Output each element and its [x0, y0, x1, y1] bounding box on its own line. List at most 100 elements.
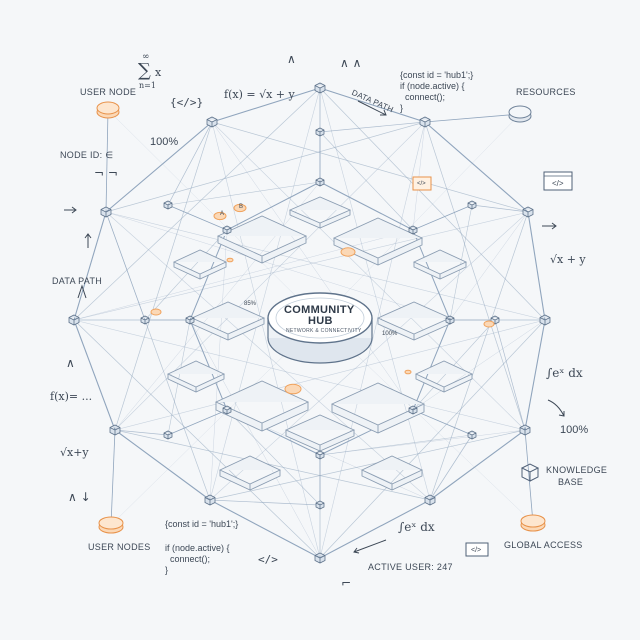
formula-top: f(x) = √x + y — [224, 88, 295, 101]
network-node — [163, 200, 173, 210]
global-access-label: GLOBAL ACCESS — [504, 540, 583, 550]
percent-top: 100% — [150, 136, 179, 148]
bottom-code-icon — [465, 542, 489, 557]
network-edge — [114, 181, 321, 431]
accent-node — [340, 247, 356, 257]
accent-node — [150, 308, 162, 316]
global-access-disc — [520, 514, 546, 532]
integral-bottom: ∫eˣ dx — [398, 520, 435, 534]
network-edge — [189, 319, 228, 411]
accent-node — [404, 369, 412, 375]
resources-code-icon — [543, 171, 573, 191]
network-edge — [105, 121, 426, 213]
network-edge — [429, 211, 529, 501]
network-edge — [167, 204, 228, 231]
network-edge — [73, 319, 116, 431]
network-edge — [429, 429, 526, 501]
isometric-platform — [214, 380, 310, 432]
network-node — [222, 405, 232, 415]
isometric-platform — [284, 414, 356, 452]
percent-85: 85% — [244, 301, 257, 307]
knowledge-base-cube-icon — [520, 463, 540, 482]
isometric-platform — [332, 217, 424, 266]
isometric-platform — [288, 196, 352, 229]
network-node — [315, 450, 325, 460]
knowledge-base-label: KNOWLEDGE — [546, 465, 608, 475]
network-edge — [189, 319, 321, 559]
data-path-left-label: DATA PATH — [52, 276, 103, 286]
network-edge — [429, 434, 473, 501]
isometric-platform — [412, 249, 468, 280]
accent-node — [233, 203, 247, 213]
network-edge — [105, 109, 109, 213]
network-edge — [114, 319, 546, 431]
code-snippet-top-line-2: if (node.active) { — [400, 81, 465, 91]
hub-title-line-2: HUB — [308, 315, 333, 327]
integral-right: ∫eˣ dx — [546, 366, 583, 380]
network-edge — [319, 113, 521, 321]
network-node — [419, 116, 431, 128]
network-edge — [319, 429, 526, 456]
network-edge — [114, 429, 431, 501]
network-node — [467, 200, 477, 210]
sqrt-right: √x + y — [550, 253, 586, 266]
community-hub-platform — [267, 292, 373, 364]
percent-right: 100% — [560, 424, 589, 436]
network-edge — [114, 429, 211, 501]
formula-left: f(x)= ... — [50, 390, 93, 403]
network-node — [163, 430, 173, 440]
network-edge — [449, 204, 473, 321]
isometric-platform — [218, 455, 282, 491]
hub-title: COMMUNITY — [284, 304, 355, 316]
code-snippet-top-line-3: connect(); — [400, 92, 446, 102]
network-edge — [105, 211, 431, 501]
caret-arrow-symbol: ∧ ↓ — [68, 490, 91, 504]
code-snippet-bottom-line-4: } — [165, 565, 169, 575]
network-node — [315, 127, 325, 137]
network-node — [185, 315, 195, 325]
network-edge — [412, 409, 473, 436]
network-edge — [319, 121, 426, 559]
accent-node — [226, 257, 234, 263]
network-edge — [319, 499, 431, 559]
network-node — [315, 500, 325, 510]
tag-top: {</>} — [170, 96, 204, 109]
network-edge — [211, 121, 529, 213]
network-edge — [424, 121, 529, 213]
accent-nodes — [150, 203, 495, 395]
user-node-disc — [96, 101, 120, 119]
network-edge — [319, 87, 426, 123]
caret-pair-symbol: ∧ ∧ — [340, 56, 362, 70]
network-edge — [524, 429, 534, 524]
accent-node — [483, 320, 495, 328]
network-edge — [105, 211, 546, 321]
network-node — [222, 225, 232, 235]
network-node — [314, 552, 326, 564]
network-edge — [105, 121, 213, 213]
user-nodes-disc — [98, 516, 124, 534]
network-edge — [105, 211, 451, 321]
node-id-label: NODE ID: ∈ — [60, 150, 114, 160]
network-node — [445, 315, 455, 325]
network-edge — [73, 319, 321, 559]
network-edge — [114, 121, 426, 431]
code-snippet-top-line-4: } — [400, 103, 404, 113]
resources-label: RESOURCES — [516, 87, 576, 97]
network-edge — [167, 409, 228, 436]
bottom-code-icon-text: </> — [471, 547, 482, 554]
network-edge — [211, 121, 526, 431]
network-edge — [424, 113, 521, 123]
network-node — [204, 494, 216, 506]
code-snippet-bottom-line-3: connect(); — [165, 554, 211, 564]
network-edge — [524, 319, 546, 431]
network-edge — [73, 229, 414, 321]
network-edge — [114, 121, 213, 431]
network-edge — [105, 211, 146, 321]
network-edge — [319, 181, 414, 231]
sqrt-left: √x+y — [60, 446, 89, 459]
active-user-label: ACTIVE USER: 247 — [368, 562, 453, 572]
network-edge — [209, 211, 529, 501]
network-edge — [449, 211, 529, 321]
